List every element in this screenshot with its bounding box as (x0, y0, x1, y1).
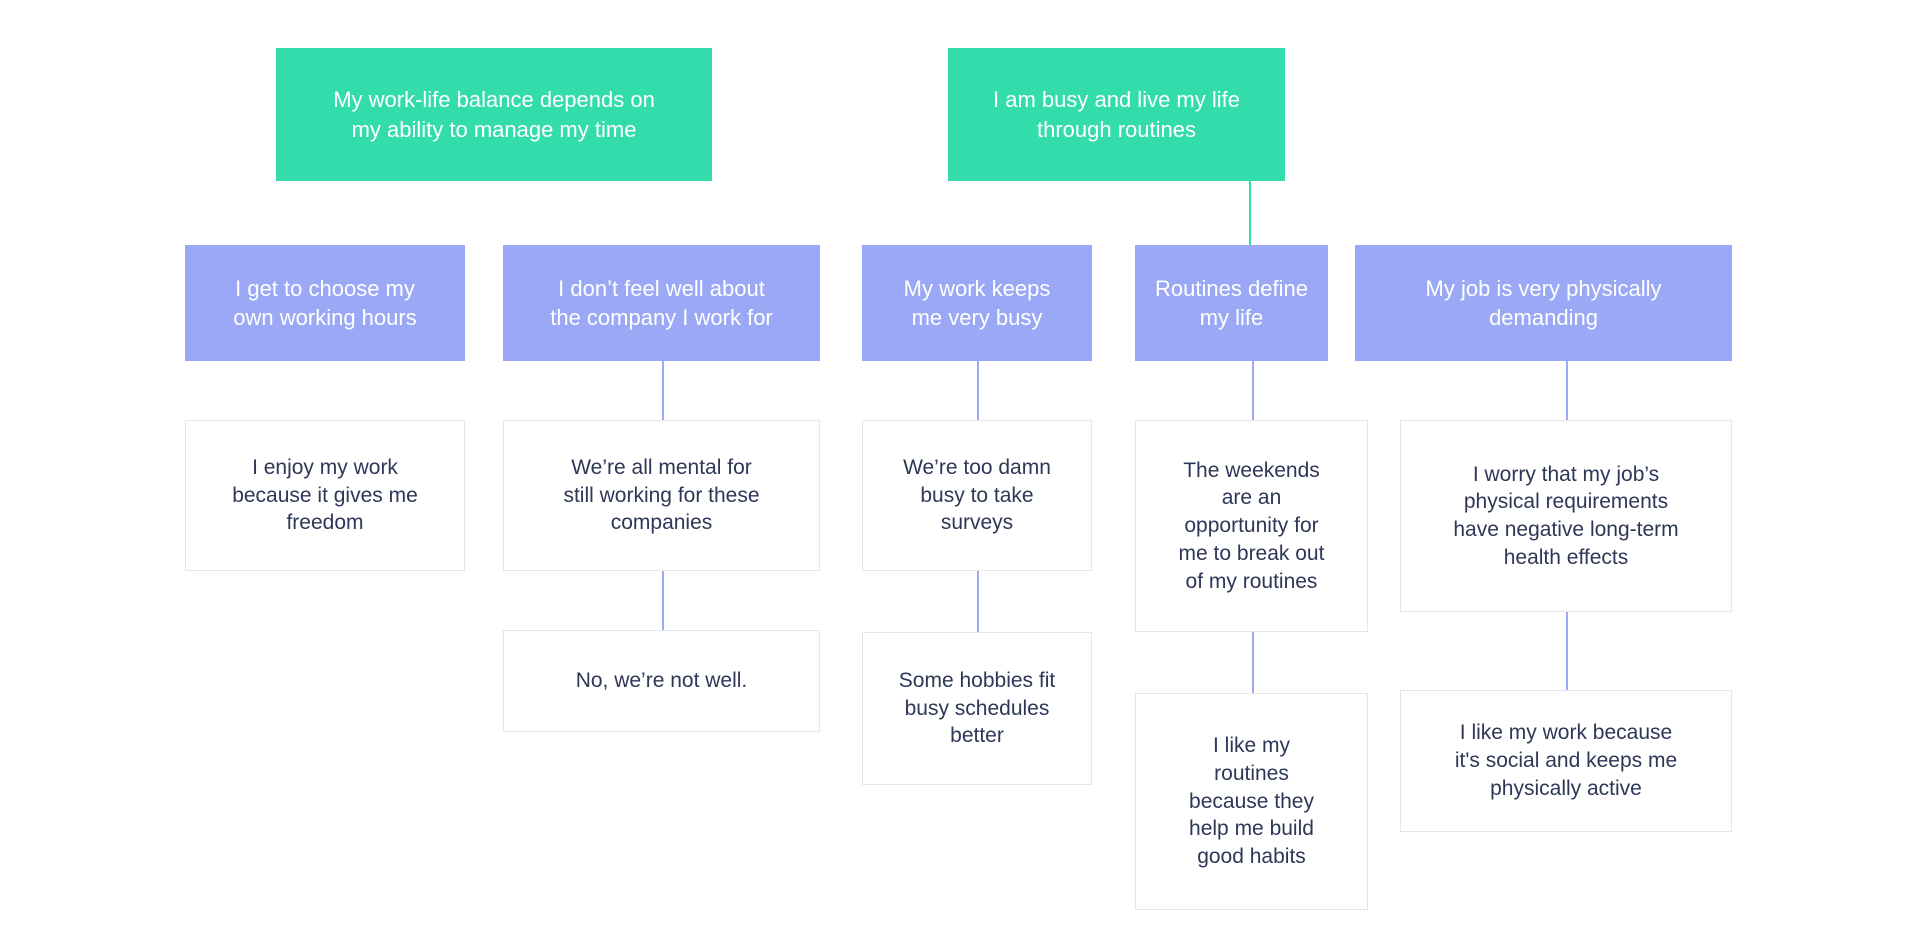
quote-hobbies-fit-busy-schedules[interactable]: Some hobbies fit busy schedules better (862, 632, 1092, 785)
theme-work-life-balance[interactable]: My work-life balance depends on my abili… (276, 48, 712, 181)
connector-group-company-to-quote-mental (662, 361, 664, 420)
quote-work-social-physically-active[interactable]: I like my work because it's social and k… (1400, 690, 1732, 832)
group-label: My job is very physically demanding (1425, 275, 1662, 330)
connector-theme-routines-to-group-routines (1249, 181, 1251, 245)
group-label: I don’t feel well about the company I wo… (550, 275, 773, 330)
quote-no-not-well[interactable]: No, we’re not well. (503, 630, 820, 732)
connector-quote-worry-to-quote-social (1566, 612, 1568, 690)
quote-label: We’re too damn busy to take surveys (903, 455, 1051, 535)
group-label: My work keeps me very busy (903, 275, 1051, 330)
connector-group-busy-to-quote-surveys (977, 361, 979, 420)
quote-label: Some hobbies fit busy schedules better (898, 668, 1056, 748)
connector-group-physical-to-quote-worry (1566, 361, 1568, 420)
group-work-keeps-me-busy[interactable]: My work keeps me very busy (862, 245, 1092, 361)
quote-all-mental-still-working[interactable]: We’re all mental for still working for t… (503, 420, 820, 571)
group-routines-define-my-life[interactable]: Routines define my life (1135, 245, 1328, 361)
group-dont-feel-well-company[interactable]: I don’t feel well about the company I wo… (503, 245, 820, 361)
quote-label: I like my work because it's social and k… (1454, 721, 1678, 800)
connector-quote-weekends-to-quote-habits (1252, 632, 1254, 693)
quote-like-routines-good-habits[interactable]: I like my routines because they help me … (1135, 693, 1368, 910)
group-label: Routines define my life (1155, 275, 1308, 330)
group-choose-hours[interactable]: I get to choose my own working hours (185, 245, 465, 361)
group-physically-demanding[interactable]: My job is very physically demanding (1355, 245, 1732, 361)
connector-quote-surveys-to-quote-hobbies (977, 571, 979, 632)
quote-label: The weekends are an opportunity for me t… (1178, 458, 1325, 593)
quote-worry-physical-requirements[interactable]: I worry that my job’s physical requireme… (1400, 420, 1732, 612)
connector-quote-mental-to-quote-no-well (662, 571, 664, 630)
quote-label: We’re all mental for still working for t… (563, 455, 760, 535)
group-label: I get to choose my own working hours (233, 275, 417, 330)
connector-group-routines-to-quote-weekends (1252, 361, 1254, 420)
theme-label: I am busy and live my life through routi… (993, 87, 1240, 142)
theme-label: My work-life balance depends on my abili… (333, 87, 655, 142)
quote-label: I like my routines because they help me … (1189, 734, 1314, 869)
quote-label: No, we’re not well. (575, 669, 748, 693)
quote-label: I enjoy my work because it gives me free… (232, 455, 418, 535)
quote-enjoy-work-freedom[interactable]: I enjoy my work because it gives me free… (185, 420, 465, 571)
quote-weekends-break-routines[interactable]: The weekends are an opportunity for me t… (1135, 420, 1368, 632)
quote-too-damn-busy-surveys[interactable]: We’re too damn busy to take surveys (862, 420, 1092, 571)
theme-busy-routines[interactable]: I am busy and live my life through routi… (948, 48, 1285, 181)
quote-label: I worry that my job’s physical requireme… (1453, 462, 1679, 569)
